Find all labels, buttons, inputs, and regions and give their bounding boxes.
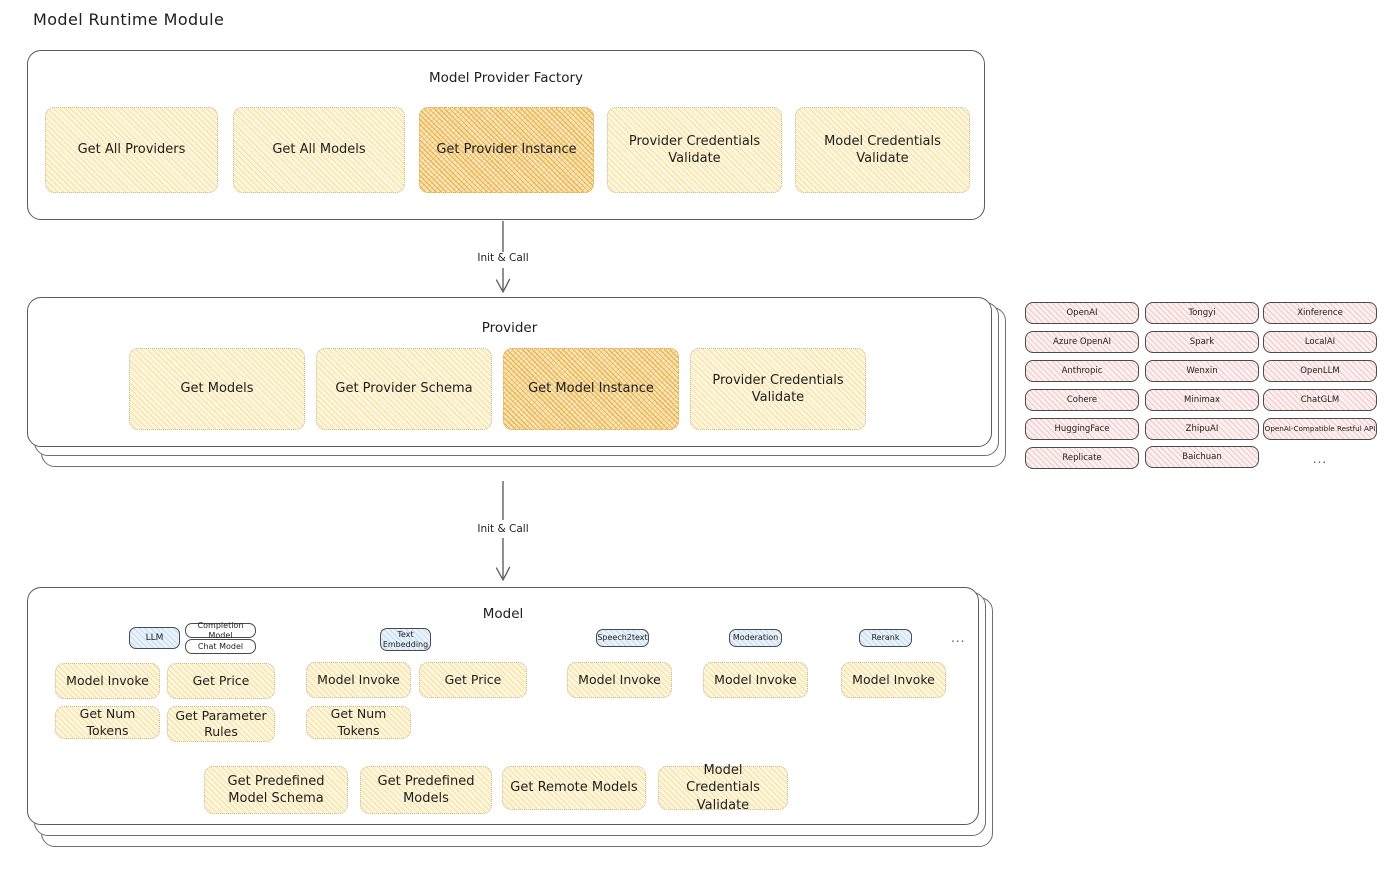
llm-method-get-price[interactable]: Get Price — [167, 663, 275, 699]
provider-chip-openllm[interactable]: OpenLLM — [1263, 360, 1377, 382]
llm-method-model-invoke[interactable]: Model Invoke — [55, 663, 160, 699]
model-shared-method-get-predefined-models[interactable]: Get Predefined Models — [360, 766, 492, 814]
text-embedding-method-model-invoke[interactable]: Model Invoke — [306, 662, 411, 698]
provider-chip-spark[interactable]: Spark — [1145, 331, 1259, 353]
arrow-label-init-and-call-1: Init & Call — [473, 252, 533, 264]
provider-chip-wenxin[interactable]: Wenxin — [1145, 360, 1259, 382]
model-shared-method-model-credentials-validate[interactable]: Model Credentials Validate — [658, 763, 788, 813]
model-provider-factory-title: Model Provider Factory — [428, 70, 583, 86]
model-types-more: ... — [951, 631, 966, 645]
provider-chip-localai[interactable]: LocalAI — [1263, 331, 1377, 353]
page-title: Model Runtime Module — [33, 10, 225, 29]
factory-node-get-all-providers[interactable]: Get All Providers — [45, 107, 218, 193]
provider-chip-tongyi[interactable]: Tongyi — [1145, 302, 1259, 324]
factory-node-get-all-models[interactable]: Get All Models — [233, 107, 405, 193]
model-type-badge-text-embedding[interactable]: Text Embedding — [380, 628, 431, 651]
provider-chip-huggingface[interactable]: HuggingFace — [1025, 418, 1139, 440]
speech2text-method-model-invoke[interactable]: Model Invoke — [567, 662, 672, 698]
arrow-provider-to-model — [495, 481, 511, 581]
provider-chip-zhipuai[interactable]: ZhipuAI — [1145, 418, 1259, 440]
provider-node-get-provider-schema[interactable]: Get Provider Schema — [316, 348, 492, 430]
provider-chip-cohere[interactable]: Cohere — [1025, 389, 1139, 411]
provider-title: Provider — [481, 320, 538, 336]
provider-node-provider-credentials-validate[interactable]: Provider Credentials Validate — [690, 348, 866, 430]
factory-node-provider-credentials-validate[interactable]: Provider Credentials Validate — [607, 107, 782, 193]
provider-node-get-models[interactable]: Get Models — [129, 348, 305, 430]
provider-chip-chatglm[interactable]: ChatGLM — [1263, 389, 1377, 411]
rerank-method-model-invoke[interactable]: Model Invoke — [841, 662, 946, 698]
provider-chip-openai[interactable]: OpenAI — [1025, 302, 1139, 324]
factory-node-get-provider-instance[interactable]: Get Provider Instance — [419, 107, 594, 193]
llm-method-get-num-tokens[interactable]: Get Num Tokens — [55, 706, 160, 739]
model-type-badge-speech2text[interactable]: Speech2text — [596, 629, 649, 647]
model-title: Model — [482, 606, 524, 622]
llm-method-get-parameter-rules[interactable]: Get Parameter Rules — [167, 706, 275, 742]
provider-chip-more: ... — [1312, 451, 1328, 466]
model-subtype-badge-chat-model[interactable]: Chat Model — [185, 639, 256, 654]
factory-node-model-credentials-validate[interactable]: Model Credentials Validate — [795, 107, 970, 193]
provider-chip-baichuan[interactable]: Baichuan — [1145, 446, 1259, 468]
provider-chip-azure-openai[interactable]: Azure OpenAI — [1025, 331, 1139, 353]
model-shared-method-get-remote-models[interactable]: Get Remote Models — [502, 766, 646, 810]
provider-chip-openai-compatible-restful-api[interactable]: OpenAI-Compatible Restful API — [1263, 418, 1377, 440]
model-subtype-badge-completion-model[interactable]: Completion Model — [185, 621, 256, 640]
model-shared-method-get-predefined-model-schema[interactable]: Get Predefined Model Schema — [204, 766, 348, 814]
provider-chip-xinference[interactable]: Xinference — [1263, 302, 1377, 324]
moderation-method-model-invoke[interactable]: Model Invoke — [703, 662, 808, 698]
provider-chip-replicate[interactable]: Replicate — [1025, 447, 1139, 469]
provider-node-get-model-instance[interactable]: Get Model Instance — [503, 348, 679, 430]
model-type-badge-rerank[interactable]: Rerank — [859, 629, 912, 647]
provider-chip-minimax[interactable]: Minimax — [1145, 389, 1259, 411]
model-type-badge-moderation[interactable]: Moderation — [729, 629, 782, 647]
arrow-label-init-and-call-2: Init & Call — [473, 523, 533, 535]
text-embedding-method-get-num-tokens[interactable]: Get Num Tokens — [306, 706, 411, 739]
provider-chip-anthropic[interactable]: Anthropic — [1025, 360, 1139, 382]
text-embedding-method-get-price[interactable]: Get Price — [419, 662, 527, 698]
model-type-badge-llm[interactable]: LLM — [129, 627, 180, 649]
